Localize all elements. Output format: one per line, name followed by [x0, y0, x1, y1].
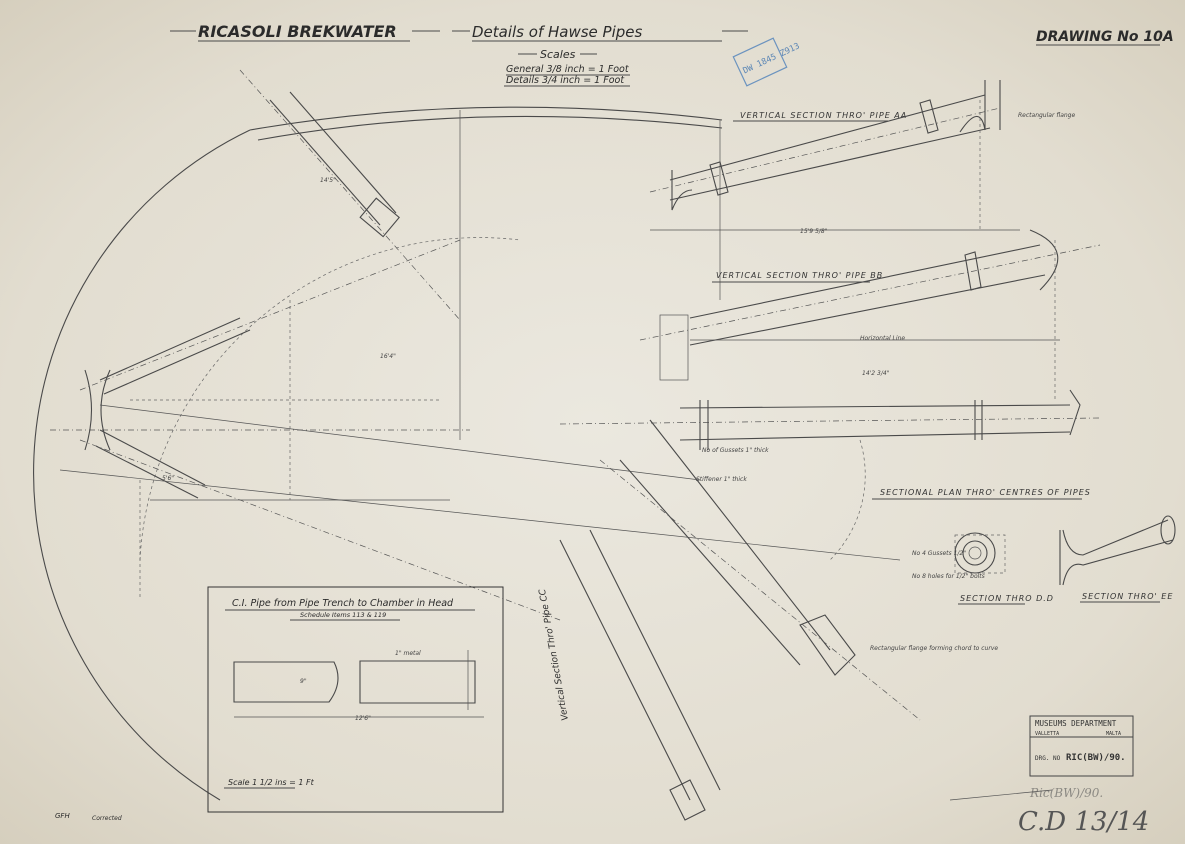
- svg-text:DW 1845 Z913: DW 1845 Z913: [742, 41, 802, 76]
- section-dd-label: SECTION THRO D.D: [960, 594, 1054, 603]
- svg-text:No of Gussets 1" thick: No of Gussets 1" thick: [702, 447, 769, 454]
- section-bb-label: VERTICAL SECTION THRO' PIPE BB: [716, 271, 883, 280]
- section-plan-label: SECTIONAL PLAN THRO' CENTRES OF PIPES: [880, 488, 1091, 497]
- scales-heading: Scales: [540, 48, 576, 61]
- svg-text:VALLETTA: VALLETTA: [1035, 731, 1059, 737]
- pipe-aa-plan: [239, 69, 461, 321]
- drawing-number: DRAWING No 10A: [1036, 29, 1174, 45]
- svg-text:12'6": 12'6": [355, 715, 371, 722]
- svg-text:14'5": 14'5": [320, 177, 336, 184]
- scale-details: Details 3/4 inch = 1 Foot: [506, 75, 625, 86]
- svg-text:1" metal: 1" metal: [395, 650, 421, 657]
- svg-text:14'2 3/4": 14'2 3/4": [862, 370, 890, 377]
- svg-text:RIC(BW)/90.: RIC(BW)/90.: [1066, 753, 1126, 763]
- pencil-ref: Ric(BW)/90.: [1029, 786, 1103, 800]
- svg-text:Stiffener 1" thick: Stiffener 1" thick: [696, 476, 747, 483]
- drawing-title: RICASOLI BREKWATER: [198, 22, 397, 41]
- drawing-subtitle: Details of Hawse Pipes: [472, 23, 643, 41]
- section-ee: SECTION THRO' EE: [1059, 515, 1176, 603]
- plan-view: 14'5" 16'4" 5'6": [33, 69, 901, 801]
- svg-text:5'6": 5'6": [162, 475, 174, 482]
- sectional-plan: SECTIONAL PLAN THRO' CENTRES OF PIPES No…: [538, 389, 1101, 821]
- archive-stamp-blue: DW 1845 Z913: [732, 37, 802, 87]
- section-dd: No 4 Gussets 1/2" No 8 holes for 1/2" bo…: [912, 532, 1054, 605]
- inset-title: C.I. Pipe from Pipe Trench to Chamber in…: [232, 598, 454, 609]
- svg-text:MALTA: MALTA: [1106, 731, 1121, 737]
- svg-text:Horizontal Line: Horizontal Line: [860, 335, 905, 342]
- svg-text:Rectangular flange forming cho: Rectangular flange forming chord to curv…: [870, 645, 998, 652]
- svg-text:16'4": 16'4": [380, 353, 396, 360]
- inset-scale: Scale 1 1/2 ins = 1 Ft: [228, 778, 315, 787]
- corrected-note: Corrected: [92, 815, 122, 822]
- svg-text:DRG. NO: DRG. NO: [1035, 755, 1061, 762]
- section-cc-label: Vertical Section Thro' Pipe CC: [538, 587, 571, 721]
- inset-subtitle: Schedule Items 113 & 119: [300, 611, 386, 619]
- svg-text:MUSEUMS DEPARTMENT: MUSEUMS DEPARTMENT: [1035, 719, 1117, 728]
- vertical-section-aa: VERTICAL SECTION THRO' PIPE AA 15'9 5/8"…: [649, 80, 1075, 235]
- signature: GFH: [55, 812, 70, 820]
- svg-text:Rectangular flange: Rectangular flange: [1018, 112, 1075, 119]
- inset-cast-iron-pipe: C.I. Pipe from Pipe Trench to Chamber in…: [207, 586, 504, 813]
- pipe-cc-plan: [79, 429, 561, 621]
- svg-text:No 8 holes for 1/2" bolts: No 8 holes for 1/2" bolts: [912, 573, 985, 580]
- svg-text:15'9 5/8": 15'9 5/8": [800, 228, 828, 235]
- vertical-section-bb: VERTICAL SECTION THRO' PIPE BB 14'2 3/4"…: [639, 229, 1101, 400]
- section-ee-label: SECTION THRO' EE: [1082, 592, 1173, 601]
- svg-text:9": 9": [300, 678, 307, 685]
- section-aa-label: VERTICAL SECTION THRO' PIPE AA: [740, 111, 907, 120]
- svg-text:No 4 Gussets 1/2": No 4 Gussets 1/2": [912, 550, 966, 557]
- scale-general: General 3/8 inch = 1 Foot: [506, 64, 630, 75]
- title-block: RICASOLI BREKWATER Details of Hawse Pipe…: [170, 22, 1174, 87]
- pipe-bb-plan: [79, 239, 461, 395]
- pencil-cd-number: C.D 13/14: [1018, 807, 1149, 837]
- museum-stamp: MUSEUMS DEPARTMENT VALLETTA MALTA DRG. N…: [1029, 715, 1134, 777]
